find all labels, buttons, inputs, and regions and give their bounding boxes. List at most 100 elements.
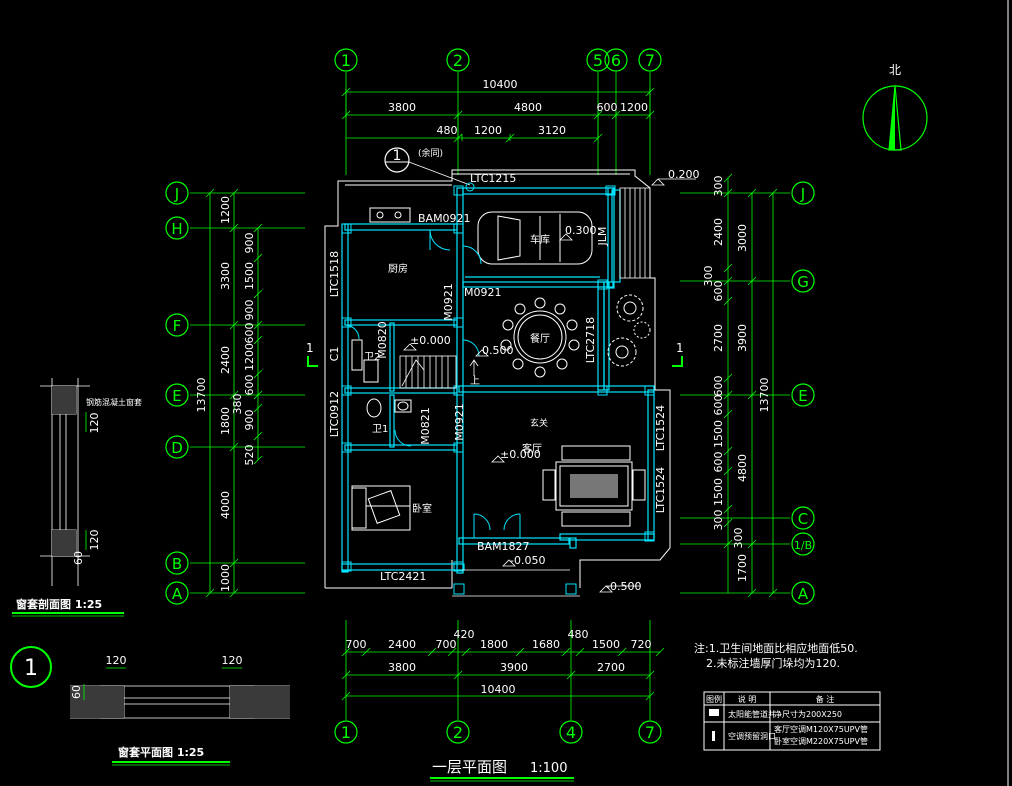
dim-top-1200b: 1200	[474, 124, 502, 137]
opening-m0821: M0821	[419, 407, 432, 445]
opening-bam1827: BAM1827	[477, 540, 530, 553]
detail-ref-note: (余同)	[418, 147, 443, 159]
main-title-scale: 1:100	[530, 761, 567, 776]
window-section-label: 钢筋混凝土窗套	[86, 397, 142, 407]
dim-top-3800: 3800	[388, 101, 416, 114]
window-section-hatch-top	[52, 386, 76, 414]
detail-ref-bubble	[384, 147, 410, 173]
window-plan-num: 1	[24, 656, 38, 681]
axis-bottom-1: 1	[341, 723, 351, 742]
level-0-500: 0.500	[482, 344, 514, 357]
room-bath1: 卫1	[372, 424, 388, 435]
dim-right-3900: 3900	[736, 324, 749, 352]
axis-right-J: J	[800, 185, 805, 203]
window-plan-dim-2: 120	[222, 654, 243, 667]
level-0-200: 0.200	[668, 168, 700, 181]
dim-right-300a: 300	[712, 176, 725, 197]
legend-table	[703, 691, 881, 751]
window-plan-bubble	[10, 646, 52, 688]
legend-row1-desc: 太阳能管道井	[728, 709, 776, 719]
note-1: 注:1.卫生间地面比相应地面低50.	[694, 641, 858, 655]
window-plan-hatch-left	[70, 686, 124, 718]
axis-left-A: A	[172, 585, 183, 603]
dim-left-4000: 4000	[219, 491, 232, 519]
axis-top-7: 7	[645, 51, 655, 70]
doors	[344, 229, 521, 538]
dim-right-600b: 600	[712, 376, 725, 397]
dim-bot-420: 420	[454, 628, 475, 641]
section-marks	[307, 356, 683, 367]
dim-left-380: 380	[231, 394, 244, 415]
opening-ltc2718: LTC2718	[584, 317, 597, 363]
dim-top-4800: 4800	[514, 101, 542, 114]
columns	[341, 185, 655, 595]
legend-row2-remark: 客厅空调M120X75UPV管卧室空调M220X75UPV管	[774, 724, 868, 746]
opening-c1: C1	[328, 347, 341, 362]
dim-right-2700: 2700	[712, 324, 725, 352]
axis-right-1B: 1/B	[794, 539, 812, 552]
dim-left-1200: 1200	[219, 196, 232, 224]
axis-left-B: B	[172, 555, 182, 573]
plant-icons	[607, 294, 651, 367]
dim-bot-2700: 2700	[597, 661, 625, 674]
opening-ltc1215: LTC1215	[470, 172, 516, 185]
room-bedroom: 卧室	[412, 502, 432, 515]
legend-symbol-1	[709, 709, 719, 716]
dim-left-900b: 900	[243, 300, 256, 321]
dim-right-600c: 600	[712, 395, 725, 416]
level-pm0-000a: ±0.000	[410, 334, 451, 347]
right-dimensions	[723, 173, 778, 598]
bath-fixtures	[351, 339, 412, 418]
dining-table-icon	[500, 297, 580, 378]
room-kitchen: 厨房	[388, 262, 408, 275]
axis-left-F: F	[173, 317, 182, 335]
room-dining: 餐厅	[530, 332, 550, 345]
dim-top-600: 600	[597, 101, 618, 114]
axis-bottom-2: 2	[453, 723, 463, 742]
dim-top-1200: 1200	[620, 101, 648, 114]
level-0-300: 0.300	[565, 224, 597, 237]
dim-top-3120: 3120	[538, 124, 566, 137]
dim-right-300b: 300	[702, 266, 715, 287]
dim-right-1500a: 1500	[712, 420, 725, 448]
dim-bot-1680: 1680	[532, 638, 560, 651]
dim-bot-1800: 1800	[480, 638, 508, 651]
axis-right-A: A	[798, 585, 809, 603]
stairs	[399, 355, 479, 389]
dim-left-900a: 900	[243, 233, 256, 254]
note-2: 2.未标注墙厚门垛均为120.	[706, 656, 840, 670]
opening-jlm: JLM	[596, 227, 609, 247]
main-title: 一层平面图	[432, 758, 507, 776]
dim-left-1200b: 1200	[243, 343, 256, 371]
opening-ltc1518: LTC1518	[328, 251, 341, 297]
dim-right-total: 13700	[758, 378, 771, 413]
right-axis-bubbles: J G E C 1/B A	[791, 181, 815, 605]
opening-bam0921: BAM0921	[418, 212, 471, 225]
dim-right-2400: 2400	[712, 218, 725, 246]
dim-left-3300: 3300	[219, 262, 232, 290]
dim-right-1500b: 1500	[712, 478, 725, 506]
axis-left-D: D	[171, 439, 183, 457]
top-dimensions	[341, 87, 655, 143]
dim-left-520: 520	[243, 445, 256, 466]
axis-left-H: H	[171, 220, 182, 238]
opening-ltc2421: LTC2421	[380, 570, 426, 583]
axis-right-E: E	[798, 387, 807, 405]
dim-bot-700b: 700	[436, 638, 457, 651]
axis-top-1: 1	[341, 51, 351, 70]
axis-bottom-7: 7	[645, 723, 655, 742]
window-plan-dim-1: 120	[106, 654, 127, 667]
legend-row2-desc: 空调预留洞口	[728, 731, 776, 741]
kitchen-counter	[369, 207, 411, 223]
opening-m0921c: M0921	[453, 403, 466, 441]
dim-right-4800: 4800	[736, 454, 749, 482]
opening-ltc1524a: LTC1524	[654, 405, 667, 451]
legend-head-2: 说 明	[738, 694, 757, 704]
window-plan-hatch-right	[230, 686, 290, 718]
dim-bot-total: 10400	[481, 683, 516, 696]
legend-symbol-2	[712, 731, 715, 741]
dim-left-2400: 2400	[219, 346, 232, 374]
window-section-hatch-bot	[52, 530, 76, 556]
dim-bot-720: 720	[631, 638, 652, 651]
detail-ref-num: 1	[393, 148, 402, 164]
